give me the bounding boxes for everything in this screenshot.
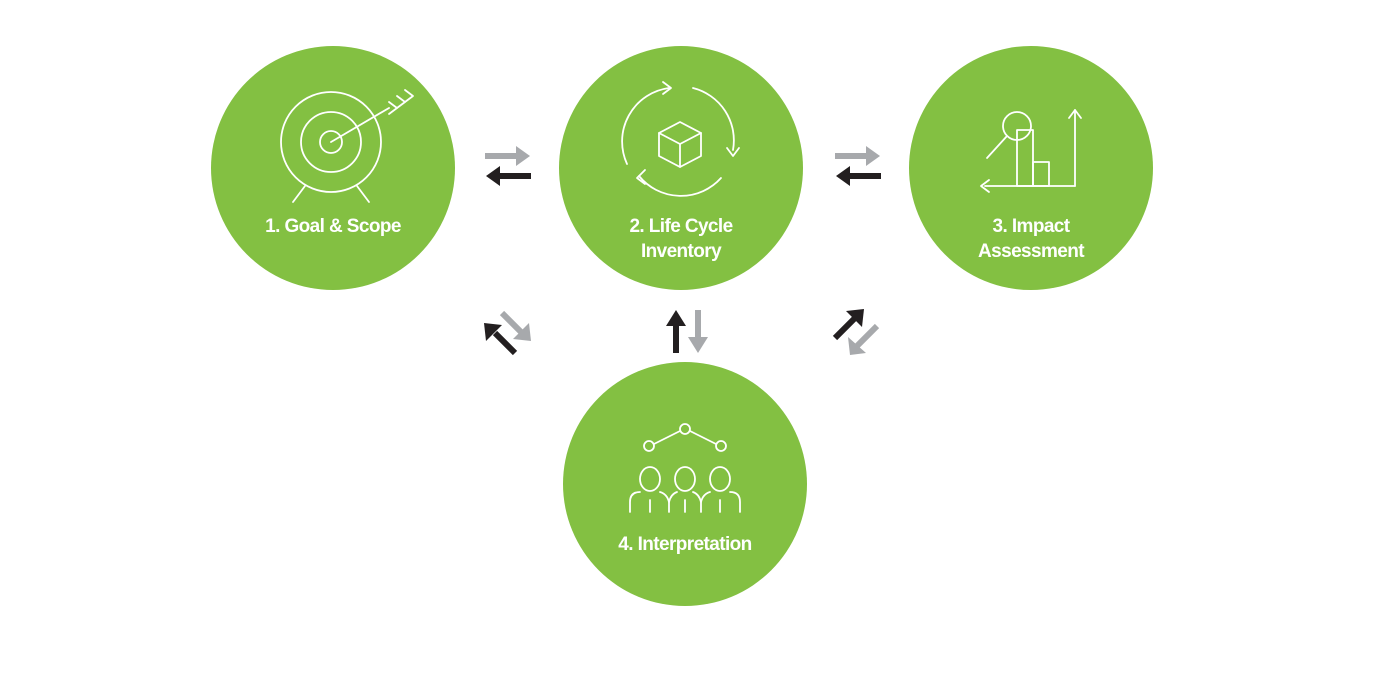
phase-label: 4. Interpretation [563, 532, 807, 557]
arrow-left-dark-head [836, 166, 850, 186]
connector-goal-interpretation [484, 310, 531, 356]
arrow-diag-dark [492, 330, 518, 356]
phase-label-line: Inventory [640, 241, 722, 262]
phase-label-line: Assessment [978, 241, 1085, 262]
arrow-diag-light [499, 310, 525, 336]
arrow-diag-light-head [848, 337, 866, 355]
connector-inventory-interpretation [666, 310, 708, 353]
arrow-left-dark-head [486, 166, 500, 186]
phase-life-cycle-inventory: 2. Life Cycle Inventory [559, 46, 803, 290]
cycle-cube-icon [621, 81, 740, 197]
phase-label-line: 3. Impact [992, 216, 1071, 237]
phase-label-line: 1. Goal & Scope [265, 216, 401, 237]
people-network-icon [629, 423, 741, 513]
chart-magnifier-icon [980, 109, 1082, 193]
connector-impact-interpretation [832, 309, 880, 355]
phase-label: 3. Impact Assessment [909, 214, 1153, 264]
arrow-diag-dark-head [484, 323, 502, 341]
connector-inventory-impact [835, 146, 881, 186]
arrow-down-light-head [688, 337, 708, 353]
connector-goal-inventory [485, 146, 531, 186]
phase-label: 1. Goal & Scope [211, 214, 455, 239]
arrow-diag-light [854, 323, 880, 349]
arrow-diag-dark [832, 315, 858, 341]
phase-label: 2. Life Cycle Inventory [559, 214, 803, 264]
arrow-diag-light-head [513, 323, 531, 341]
phase-label-line: 4. Interpretation [618, 534, 752, 555]
arrow-diag-dark-head [846, 309, 864, 327]
target-arrow-icon [280, 89, 414, 203]
phase-impact-assessment: 3. Impact Assessment [909, 46, 1153, 290]
arrow-up-dark-head [666, 310, 686, 326]
phase-goal-scope: 1. Goal & Scope [211, 46, 455, 290]
arrow-right-light-head [516, 146, 530, 166]
phase-interpretation: 4. Interpretation [563, 362, 807, 606]
arrow-right-light-head [866, 146, 880, 166]
phase-label-line: 2. Life Cycle [629, 216, 733, 237]
